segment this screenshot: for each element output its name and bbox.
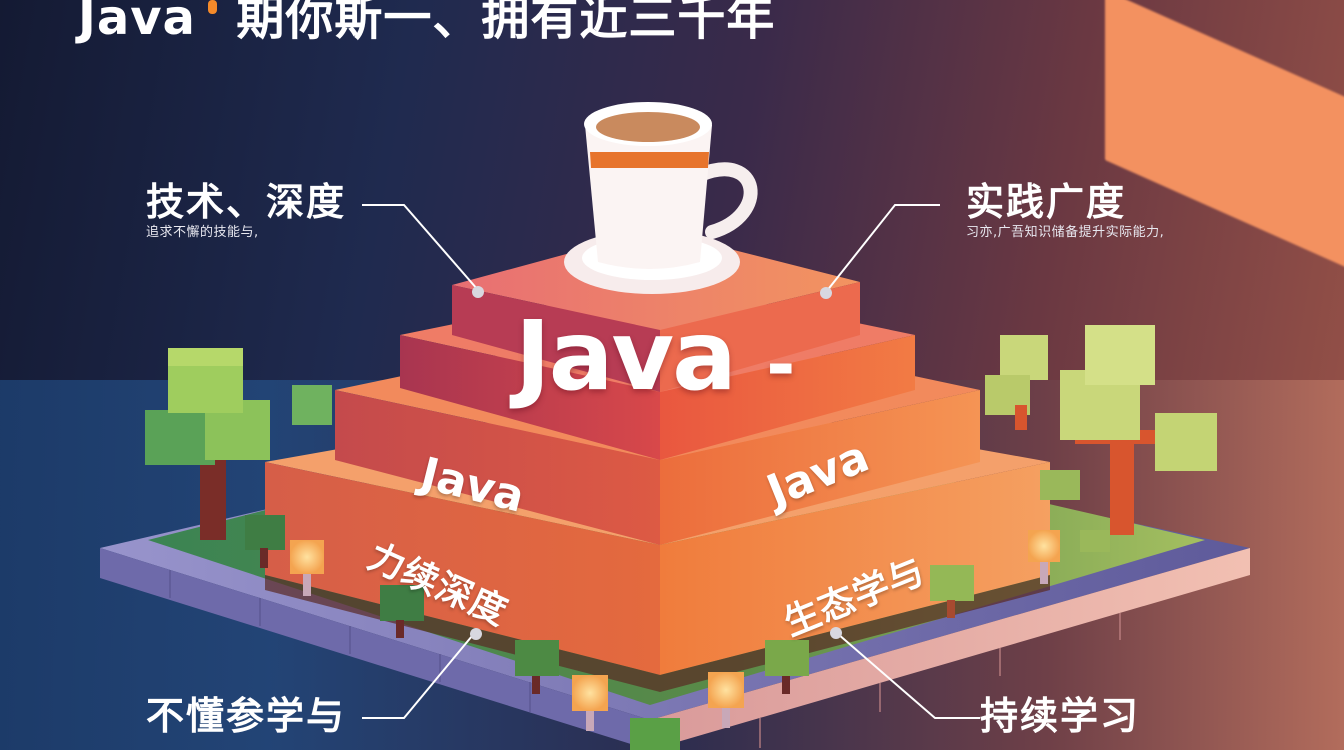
pyramid-top-java-label: Java -	[515, 300, 795, 412]
callout-heading: 技术、深度	[146, 180, 347, 224]
callout-top-left: 技术、深度 追求不懈的技能与,	[146, 180, 346, 242]
callout-subtext: 追求不懈的技能与,	[146, 225, 259, 240]
title-accent-mark	[207, 0, 217, 14]
callout-top-right: 实践广度 习亦,广吾知识储备提升实际能力,	[966, 180, 1164, 242]
voxel-tree-right	[985, 325, 1217, 535]
voxel-tree-left	[145, 348, 332, 540]
callout-bottom-left: 不懂参学与	[146, 694, 346, 738]
callout-heading: 不懂参学与	[146, 694, 347, 738]
callout-subtext: 习亦,广吾知识储备提升实际能力,	[966, 225, 1165, 240]
coffee-cup-icon	[564, 102, 758, 294]
title-text: 期你斯一、拥有近三千年	[236, 0, 776, 46]
pyramid-top-mark: -	[766, 324, 795, 406]
callout-heading: 实践广度	[966, 180, 1127, 224]
callout-bottom-right: 持续学习	[980, 694, 1140, 738]
page-title: Java 期你斯一、拥有近三千年	[78, 0, 775, 48]
title-prefix: Java	[78, 0, 196, 46]
lamp-icon	[290, 530, 1060, 731]
callout-heading: 持续学习	[980, 694, 1141, 738]
voxel-shrub	[245, 470, 1110, 750]
